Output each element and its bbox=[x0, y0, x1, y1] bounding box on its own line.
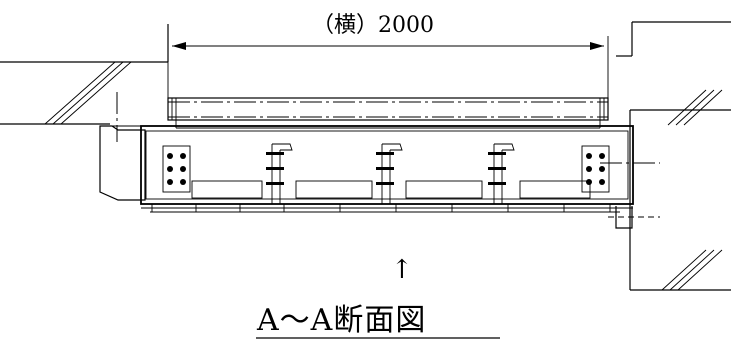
left-bolt-plate bbox=[162, 145, 191, 193]
dimension-label: （横）2000 bbox=[312, 13, 434, 38]
anchor-ticks bbox=[151, 204, 611, 212]
frame bbox=[140, 125, 634, 213]
cover-plate bbox=[167, 97, 609, 129]
stiffener-1 bbox=[266, 143, 293, 204]
left-support-block bbox=[99, 92, 146, 201]
left-slab bbox=[0, 24, 169, 125]
direction-arrow: ↑ bbox=[391, 255, 413, 285]
right-wall bbox=[600, 21, 731, 291]
stiffener-2 bbox=[376, 143, 403, 204]
right-bolt-plate bbox=[581, 145, 610, 193]
stiffener-3 bbox=[488, 143, 515, 204]
dimension-line: （横）2000 bbox=[167, 13, 609, 100]
section-title: A～A断面図 bbox=[256, 303, 426, 338]
